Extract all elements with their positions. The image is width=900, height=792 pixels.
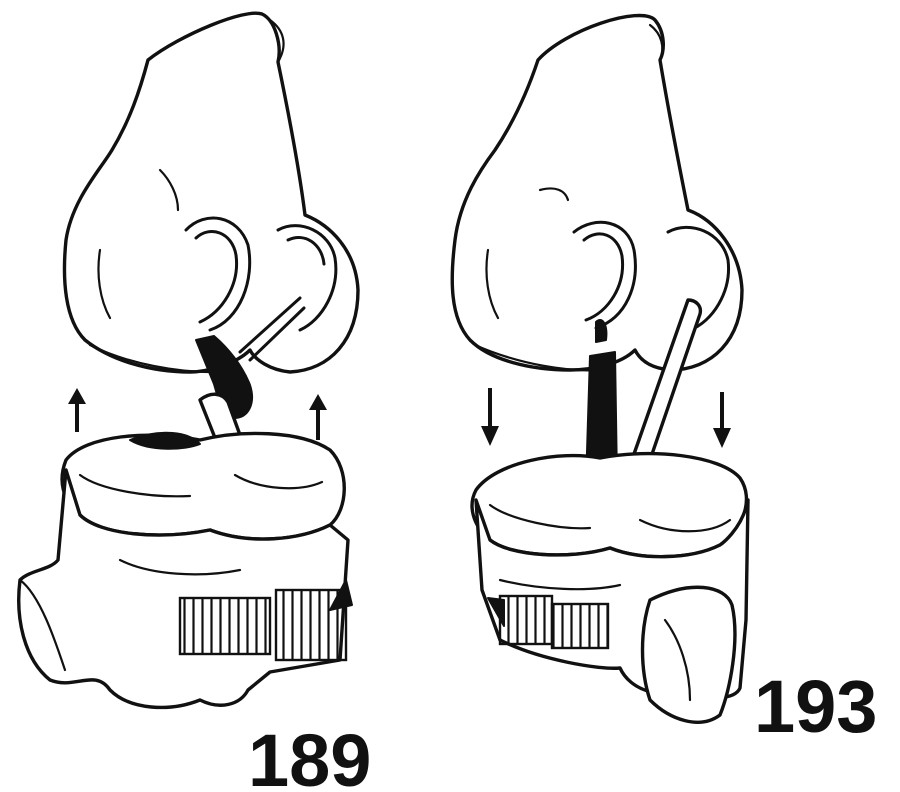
arrow-up-icon [68,388,86,432]
knee-drawing-193 [452,16,748,723]
arrow-up-icon [309,394,327,440]
figure-number-189: 189 [248,719,371,792]
tibia-plateau-193 [472,454,746,557]
figure-number-193: 193 [754,665,877,748]
femur-189 [64,13,358,372]
collateral-stripes-189a [180,598,270,654]
collateral-stripes-193b [552,604,608,648]
arrow-down-icon [481,388,499,446]
arrow-down-icon [713,392,731,448]
knee-drawing-189 [19,13,358,707]
collateral-stripes-193a [500,596,552,644]
